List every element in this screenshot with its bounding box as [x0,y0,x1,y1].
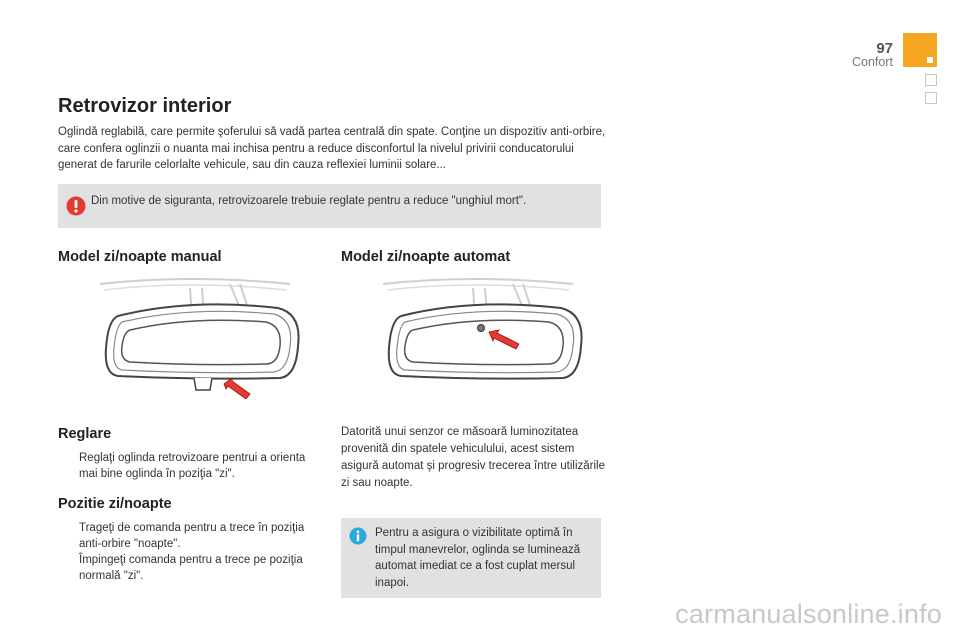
list-item-text: Trageţi de comanda pentru a trece în poz… [79,522,305,550]
warning-icon [66,196,86,216]
mirror-automat-illustration [382,278,583,380]
tab-marker [927,57,933,63]
section-title-pozitie: Pozitie zi/noapte [58,496,172,512]
section-title-manual: Model zi/noapte manual [58,249,222,265]
section-title-automat: Model zi/noapte automat [341,249,511,265]
info-box: Pentru a asigura o vizibilitate optimă î… [341,518,601,598]
warning-box: Din motive de siguranta, retrovizoarele … [58,184,601,228]
info-text: Pentru a asigura o vizibilitate optimă î… [375,527,581,589]
section-title-reglare: Reglare [58,426,112,442]
list-item-text: Împingeţi comanda pentru a trece pe pozi… [79,554,303,582]
arrow-icon [223,377,251,400]
chapter-tab-box-2[interactable] [925,92,937,104]
watermark: carmanualsonline.info [675,599,942,629]
page-title: Retrovizor interior [58,95,232,117]
info-icon [349,527,367,545]
page-number: 97 [876,40,893,57]
warning-text: Din motive de siguranta, retrovizoarele … [91,195,527,207]
chapter-tab[interactable] [903,33,937,67]
chapter-label: Confort [852,55,893,69]
chapter-tab-box-1[interactable] [925,74,937,86]
arrow-icon [488,329,520,350]
intro-text: Oglindă reglabilă, care permite şoferulu… [58,126,606,171]
sensor-icon [477,324,485,332]
list-item-text: Reglaţi oglinda retrovizoare pentrui a o… [79,452,306,480]
mirror-manual-illustration [99,278,300,400]
automat-description: Datorită unui senzor ce măsoară luminozi… [341,426,605,489]
